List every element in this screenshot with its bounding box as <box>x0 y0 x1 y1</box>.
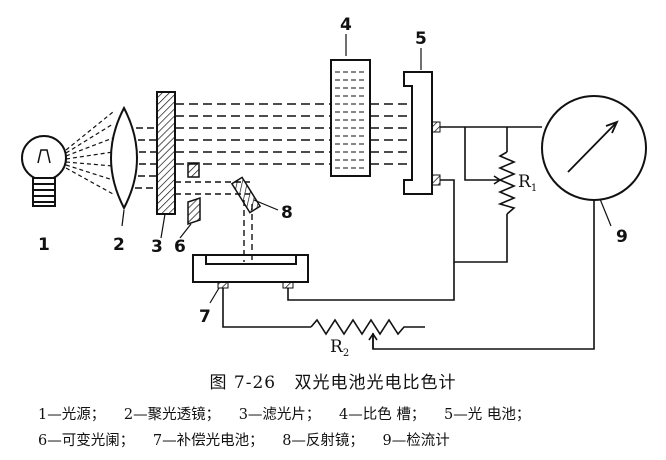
figure-caption: 图 7-26 双光电池光电比色计 <box>0 368 666 393</box>
legend-item: 7—补偿光电池； <box>152 433 264 449</box>
cuvette <box>330 59 371 177</box>
label-1: 1 <box>38 235 50 255</box>
photocell-terminal-bottom <box>431 174 441 186</box>
label-2: 2 <box>113 235 125 255</box>
legend-item: 1—光源； <box>38 407 106 423</box>
label-r1: R1 <box>518 172 537 194</box>
reflector-mirror <box>230 176 262 214</box>
label-7: 7 <box>199 307 211 327</box>
label-9: 9 <box>616 227 628 247</box>
photoelectric-colorimeter-diagram: 1 2 3 6 4 5 8 7 9 R1 R2 <box>21 15 647 359</box>
legend-item: 6—可变光阑； <box>38 433 135 449</box>
figure-legend: 1—光源； 2—聚光透镜； 3—滤光片； 4—比色 槽； 5—光 电池； 6—可… <box>38 402 638 454</box>
photocell-terminal-top <box>431 121 441 133</box>
legend-item: 4—比色 槽； <box>339 407 426 423</box>
comp-terminal-left <box>217 281 229 289</box>
light-cone <box>65 111 114 195</box>
resistor-r1 <box>497 151 517 215</box>
legend-item: 8—反射镜； <box>282 433 364 449</box>
beam-main <box>175 103 412 165</box>
r1-wiper-arrow <box>480 175 502 185</box>
label-8: 8 <box>281 203 293 223</box>
compensating-photocell <box>192 254 309 283</box>
bulb-icon <box>21 135 67 207</box>
label-5: 5 <box>415 29 427 49</box>
legend-item: 9—检流计 <box>382 433 450 449</box>
figure-number: 图 7-26 <box>209 373 277 393</box>
label-4: 4 <box>340 15 352 35</box>
comp-terminal-right <box>282 281 294 289</box>
label-6: 6 <box>174 237 186 257</box>
legend-item: 2—聚光透镜； <box>123 407 221 423</box>
r2-wiper-arrow <box>368 332 378 349</box>
galvanometer-icon <box>541 95 647 201</box>
legend-item: 5—光 电池； <box>443 407 531 423</box>
leader-lines <box>121 34 612 304</box>
beam-lens-filter <box>135 127 157 189</box>
lens-icon <box>110 105 138 211</box>
cuvette-liquid <box>335 71 366 169</box>
label-3: 3 <box>151 237 163 257</box>
resistor-r2 <box>310 318 408 336</box>
variable-diaphragm <box>187 162 201 226</box>
legend-item: 3—滤光片； <box>238 407 321 423</box>
filter-plate <box>156 91 176 215</box>
figure-title: 双光电池光电比色计 <box>294 373 457 393</box>
main-photocell <box>403 71 433 195</box>
label-r2: R2 <box>330 337 349 359</box>
beam-reflected <box>243 200 253 262</box>
circuit-wiring <box>222 126 595 350</box>
